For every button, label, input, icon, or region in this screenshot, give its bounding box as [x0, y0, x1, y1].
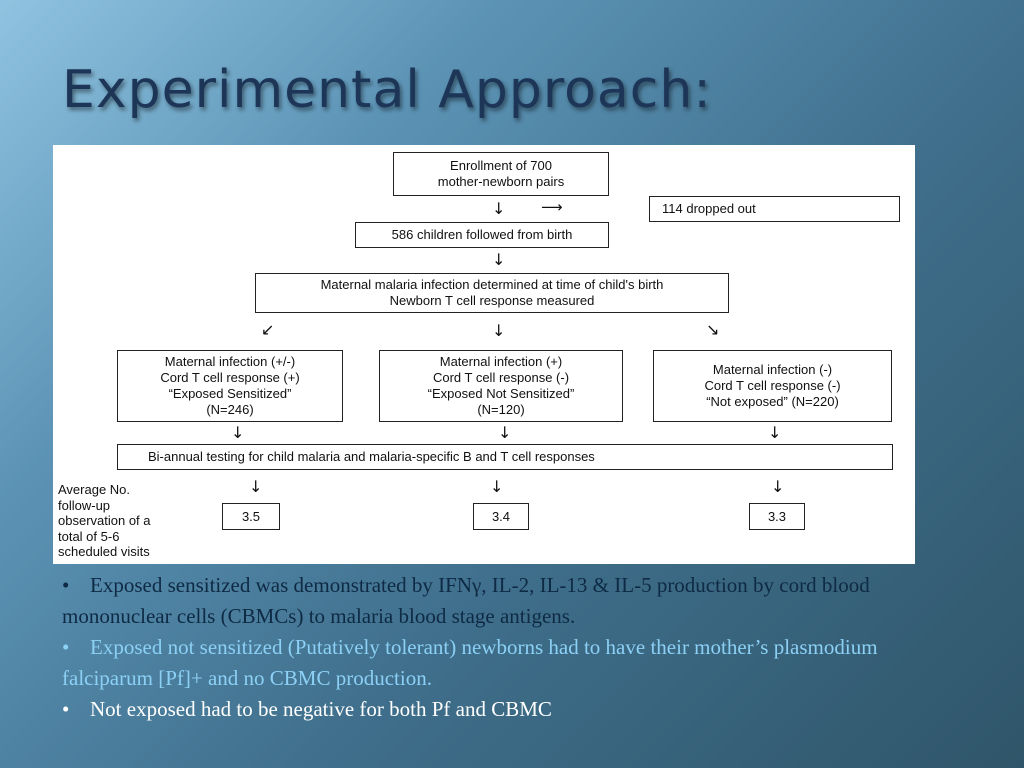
group-box-exposed-not-sensitized: Maternal infection (+) Cord T cell respo… [379, 350, 623, 422]
bullet-marker: • [62, 573, 70, 597]
side-note: Average No. follow-up observation of a t… [58, 482, 151, 560]
group-box-not-exposed: Maternal infection (-) Cord T cell respo… [653, 350, 892, 422]
average-value: 3.5 [241, 508, 261, 524]
average-box-not-exposed: 3.3 [749, 503, 805, 530]
side-note-line: scheduled visits [58, 544, 150, 559]
enrollment-line-2: mother-newborn pairs [437, 174, 565, 189]
bullet-item: •Exposed sensitized was demonstrated by … [62, 570, 942, 632]
group-line: Maternal infection (+/-) [164, 354, 296, 369]
average-value: 3.4 [491, 508, 511, 524]
measure-line-2: Newborn T cell response measured [389, 293, 595, 308]
bullet-list: •Exposed sensitized was demonstrated by … [62, 570, 942, 725]
group-line: Cord T cell response (+) [160, 370, 300, 385]
followed-box: 586 children followed from birth [355, 222, 609, 248]
bullet-text: Exposed sensitized was demonstrated by I… [62, 573, 870, 628]
down-left-arrow-icon: ↙ [261, 320, 275, 339]
measure-line-1: Maternal malaria infection determined at… [320, 277, 664, 292]
group-line: “Exposed Sensitized” [168, 386, 292, 401]
measure-box: Maternal malaria infection determined at… [255, 273, 729, 313]
down-right-arrow-icon: ↘ [706, 320, 720, 339]
testing-label: Bi-annual testing for child malaria and … [148, 449, 595, 464]
bullet-item: • Not exposed had to be negative for both… [62, 694, 942, 725]
side-note-line: Average No. [58, 482, 131, 497]
side-note-line: follow-up [58, 497, 111, 513]
side-note-line: total of 5-6 [58, 528, 120, 544]
bullet-item: •Exposed not sensitized (Putatively tole… [62, 632, 942, 694]
down-arrow-icon: ↓ [771, 477, 785, 496]
group-box-exposed-sensitized: Maternal infection (+/-) Cord T cell res… [117, 350, 343, 422]
followed-label: 586 children followed from birth [391, 227, 573, 242]
enrollment-line-1: Enrollment of 700 [450, 158, 552, 173]
enrollment-box: Enrollment of 700 mother-newborn pairs [393, 152, 609, 196]
group-line: Maternal infection (+) [439, 354, 563, 369]
slide-title: Experimental Approach: [62, 60, 712, 120]
group-line: Maternal infection (-) [712, 362, 833, 377]
flowchart-panel: Enrollment of 700 mother-newborn pairs ↓… [53, 145, 915, 564]
down-arrow-icon: ↓ [231, 423, 245, 442]
down-arrow-icon: ↓ [492, 199, 506, 218]
average-value: 3.3 [767, 508, 787, 524]
average-box-not-sensitized: 3.4 [473, 503, 529, 530]
down-arrow-icon: ↓ [490, 477, 504, 496]
group-line: Cord T cell response (-) [432, 370, 570, 385]
group-line: “Not exposed” (N=220) [706, 394, 839, 409]
side-note-line: observation of a [58, 513, 151, 528]
bullet-marker: • [62, 697, 70, 721]
down-arrow-icon: ↓ [492, 321, 506, 340]
testing-box: Bi-annual testing for child malaria and … [117, 444, 893, 470]
down-arrow-icon: ↓ [249, 477, 263, 496]
group-line: Cord T cell response (-) [704, 378, 841, 393]
dropped-out-label: 114 dropped out [662, 201, 756, 216]
bullet-text: Not exposed had to be negative for both … [90, 697, 552, 721]
bullet-text: Exposed not sensitized (Putatively toler… [62, 635, 878, 690]
group-line: (N=246) [206, 402, 254, 417]
down-arrow-icon: ↓ [768, 423, 782, 442]
down-arrow-icon: ↓ [498, 423, 512, 442]
group-line: “Exposed Not Sensitized” [427, 386, 575, 401]
dropped-out-box: 114 dropped out [649, 196, 900, 222]
right-arrow-icon: ⟶ [541, 198, 563, 216]
average-box-sensitized: 3.5 [222, 503, 280, 530]
group-line: (N=120) [477, 402, 525, 417]
bullet-marker: • [62, 635, 70, 659]
down-arrow-icon: ↓ [492, 250, 506, 269]
